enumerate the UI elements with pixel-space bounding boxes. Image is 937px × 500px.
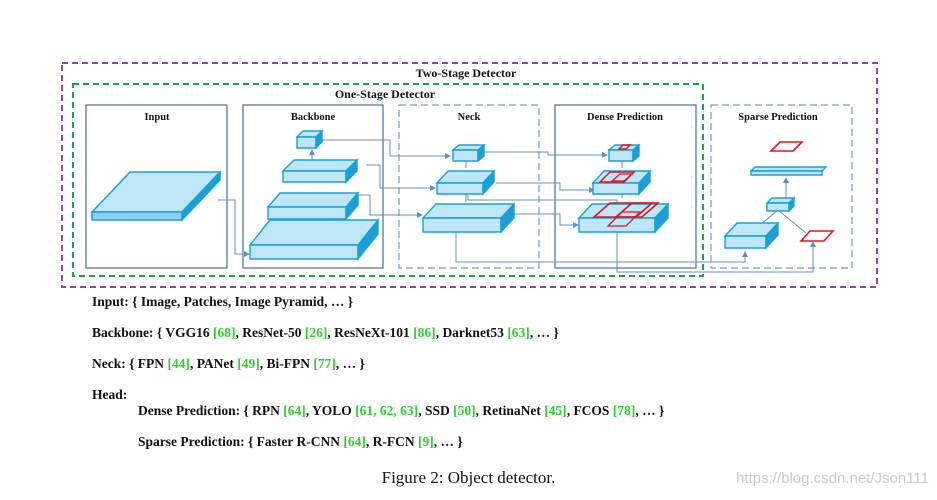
- line-text-segment: , ResNeXt-101: [327, 325, 414, 340]
- dense-level-2: [591, 169, 652, 196]
- two-stage-frame: [61, 62, 878, 288]
- head-heading: Head:: [92, 387, 127, 403]
- line-text-segment: , … }: [529, 325, 559, 340]
- input-line: Input: { Image, Patches, Image Pyramid, …: [92, 294, 353, 310]
- neck-level-3: [451, 143, 486, 163]
- sparse-output-box: [769, 141, 804, 152]
- neck-level-1: [421, 202, 516, 234]
- line-text-segment: Dense Prediction: { RPN: [138, 403, 284, 418]
- neck-stage-title: Neck: [458, 112, 481, 123]
- backbone-level-3: [281, 158, 359, 184]
- dense-prediction-stage-box: [554, 104, 697, 269]
- line-text-segment: , Bi-FPN: [259, 356, 314, 371]
- object-detector-diagram: Two-Stage Detector One-Stage Detector In…: [61, 62, 878, 288]
- citation-ref: [45]: [544, 403, 567, 418]
- line-text-segment: , … }: [335, 356, 365, 371]
- citation-ref: [64]: [343, 434, 366, 449]
- line-text-segment: Backbone: { VGG16: [92, 325, 213, 340]
- sparse-prediction-stage-box: [710, 104, 853, 269]
- citation-ref: [78]: [612, 403, 636, 418]
- line-text-segment: Neck: { FPN: [92, 356, 168, 371]
- citation-ref: [64]: [283, 403, 306, 418]
- dense-prediction-line: Dense Prediction: { RPN [64], YOLO [61, …: [138, 403, 664, 419]
- one-stage-title: One-Stage Detector: [335, 87, 436, 101]
- neck-blocks: [421, 143, 516, 234]
- two-stage-title: Two-Stage Detector: [416, 66, 517, 80]
- citation-ref: [68]: [212, 325, 236, 340]
- line-text-segment: , SSD: [418, 403, 454, 418]
- line-text-segment: , YOLO: [305, 403, 356, 418]
- backbone-level-4: [295, 129, 324, 150]
- sparse-prediction-line: Sparse Prediction: { Faster R-CNN [64], …: [138, 434, 463, 450]
- sparse-feature-block: [765, 196, 796, 213]
- dense-level-3: [607, 143, 641, 163]
- line-text-segment: , R-FCN: [365, 434, 419, 449]
- line-text-segment: , … }: [433, 434, 463, 449]
- citation-ref: [61, 62, 63]: [355, 403, 419, 418]
- line-text-segment: , FCOS: [566, 403, 613, 418]
- input-image-block: [90, 170, 222, 222]
- line-text-segment: Head:: [92, 387, 128, 402]
- sparse-roi-block: [723, 221, 780, 250]
- sparse-prediction-stage-title: Sparse Prediction: [738, 112, 818, 123]
- line-text-segment: , Darknet53: [435, 325, 508, 340]
- input-stage-box: [85, 104, 228, 269]
- citation-ref: [63]: [507, 325, 530, 340]
- backbone-blocks: [248, 129, 380, 261]
- citation-ref: [49]: [237, 356, 260, 371]
- sparse-prediction-blocks: [723, 141, 835, 250]
- line-text-segment: , PANet: [189, 356, 238, 371]
- neck-level-2: [435, 169, 496, 196]
- figure-caption: Figure 2: Object detector.: [381, 468, 556, 487]
- dense-prediction-blocks: [577, 143, 670, 234]
- line-text-segment: , ResNet-50: [235, 325, 305, 340]
- dense-prediction-stage-title: Dense Prediction: [587, 112, 663, 123]
- neck-line: Neck: { FPN [44], PANet [49], Bi-FPN [77…: [92, 356, 365, 372]
- dense-level-1: [577, 202, 670, 234]
- line-text-segment: Sparse Prediction: { Faster R-CNN: [138, 434, 344, 449]
- one-stage-frame: [72, 83, 704, 277]
- line-text-segment: Input: { Image, Patches, Image Pyramid, …: [92, 294, 354, 309]
- backbone-stage-box: [242, 104, 384, 269]
- backbone-line: Backbone: { VGG16 [68], ResNet-50 [26], …: [92, 325, 559, 341]
- backbone-level-1: [248, 218, 380, 261]
- sparse-region-proposal-box: [799, 230, 835, 242]
- line-text-segment: , RetinaNet: [475, 403, 545, 418]
- citation-ref: [9]: [418, 434, 434, 449]
- citation-ref: [77]: [313, 356, 336, 371]
- citation-ref: [86]: [413, 325, 436, 340]
- line-text-segment: , … }: [635, 403, 665, 418]
- neck-stage-box: [398, 104, 540, 269]
- backbone-stage-title: Backbone: [291, 112, 336, 123]
- watermark: https://blog.csdn.net/Json111: [736, 470, 929, 487]
- backbone-level-2: [266, 191, 360, 221]
- citation-ref: [26]: [304, 325, 328, 340]
- sparse-fc-layer: [749, 166, 828, 176]
- citation-ref: [50]: [453, 403, 476, 418]
- citation-ref: [44]: [167, 356, 190, 371]
- input-stage-title: Input: [144, 112, 170, 123]
